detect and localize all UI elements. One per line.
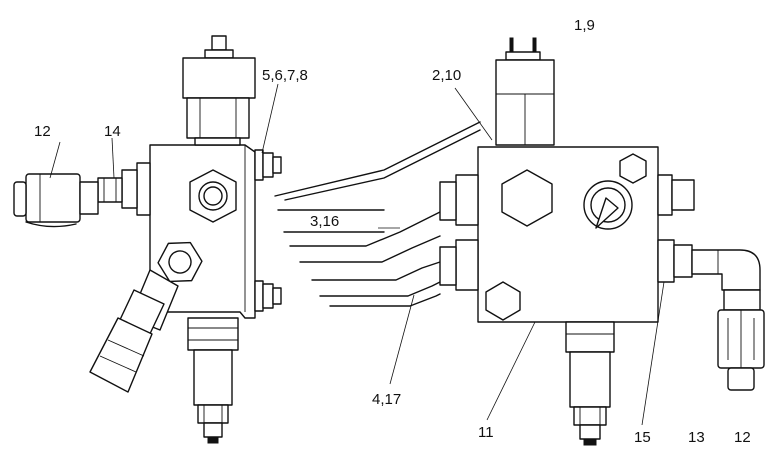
label-11: 11 <box>478 424 494 441</box>
leader-lines <box>49 83 665 426</box>
right-bottom-cartridge <box>565 321 615 446</box>
left-angled-fitting <box>89 241 203 393</box>
label-12-left: 12 <box>34 123 51 140</box>
label-2-10: 2,10 <box>432 67 461 84</box>
right-push-fitting-12 <box>717 309 765 391</box>
left-side-plugs <box>254 149 282 312</box>
left-fitting-14 <box>97 162 151 216</box>
label-4-17: 4,17 <box>372 391 401 408</box>
left-top-solenoid <box>182 35 256 146</box>
right-side-plugs <box>657 174 695 283</box>
callout-labels: 1,9 5,6,7,8 2,10 12 14 3,16 4,17 11 15 1… <box>34 17 751 446</box>
label-5-6-7-8: 5,6,7,8 <box>262 67 308 84</box>
label-12-right: 12 <box>734 429 751 446</box>
label-1-9: 1,9 <box>574 17 595 34</box>
connecting-symbol <box>274 121 481 307</box>
label-15: 15 <box>634 429 651 446</box>
left-push-fitting-12 <box>13 173 99 228</box>
label-3-16: 3,16 <box>310 213 339 230</box>
right-top-solenoid <box>495 37 555 146</box>
left-bottom-cartridge <box>187 317 239 444</box>
right-left-plugs <box>439 174 479 291</box>
right-valve-block <box>477 146 659 323</box>
label-13: 13 <box>688 429 705 446</box>
label-14: 14 <box>104 123 121 140</box>
right-elbow-fitting <box>691 249 761 311</box>
